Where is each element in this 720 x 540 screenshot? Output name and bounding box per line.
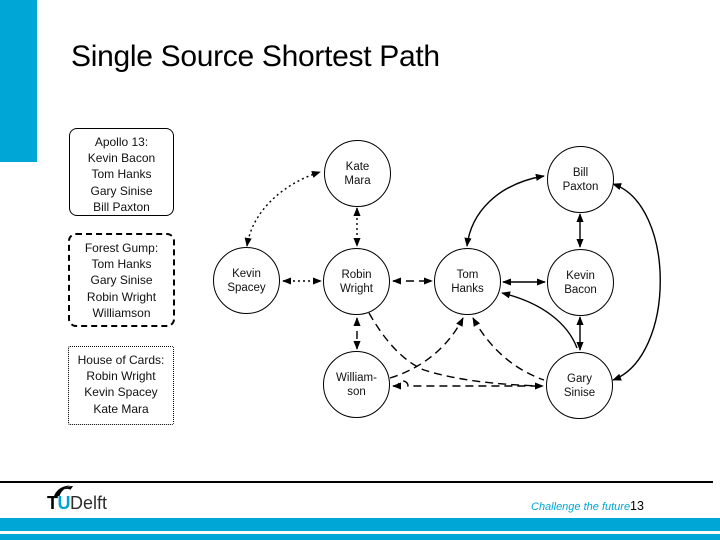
tu-delft-logo: TUDelft xyxy=(47,485,107,512)
movie-box-title: Forest Gump: xyxy=(84,241,159,255)
bottom-accent-bar xyxy=(0,518,720,531)
page-number: 13 xyxy=(630,499,644,513)
edge-tom-hanks-gary-sinise xyxy=(501,291,578,349)
cast-member: Williamson xyxy=(92,305,151,320)
node-label: Kevin Spacey xyxy=(227,267,266,294)
node-label: Kate Mara xyxy=(344,160,371,187)
tu-delft-flame-icon xyxy=(54,485,73,496)
page-title: Single Source Shortest Path xyxy=(71,40,440,73)
node-tom-hanks: Tom Hanks xyxy=(434,248,501,315)
node-label: Bill Paxton xyxy=(562,166,599,193)
node-label: Tom Hanks xyxy=(451,268,484,295)
node-label: William- son xyxy=(336,371,377,398)
cast-member: Kate Mara xyxy=(93,401,149,416)
node-label: Robin Wright xyxy=(339,268,374,295)
cast-member: Gary Sinise xyxy=(90,273,153,288)
footer-tagline: Challenge the future xyxy=(531,501,631,513)
node-williamson: William- son xyxy=(323,351,390,418)
movie-box-house-of-cards: House of Cards: Robin Wright Kevin Space… xyxy=(68,346,174,425)
cast-member: Robin Wright xyxy=(86,289,157,304)
logo-letter-u: U xyxy=(57,493,71,513)
cast-member: Gary Sinise xyxy=(90,183,153,198)
movie-box-forest-gump: Forest Gump: Tom Hanks Gary Sinise Robin… xyxy=(68,233,175,327)
cast-member: Tom Hanks xyxy=(91,167,152,182)
cast-member: Bill Paxton xyxy=(93,199,150,214)
accent-bar xyxy=(0,0,37,162)
movie-box-title: House of Cards: xyxy=(77,353,165,367)
node-kate-mara: Kate Mara xyxy=(324,140,391,207)
cast-member: Kevin Bacon xyxy=(87,151,156,166)
cast-member: Robin Wright xyxy=(86,369,156,384)
node-gary-sinise: Gary Sinise xyxy=(546,352,613,419)
logo-letter-t: T xyxy=(47,493,58,513)
edge-kevin-spacey-kate-mara xyxy=(244,171,321,247)
node-label: Kevin Bacon xyxy=(564,269,597,296)
node-label: Gary Sinise xyxy=(563,372,596,399)
edge-robin-wright-gary-sinise xyxy=(368,312,541,387)
cast-member: Tom Hanks xyxy=(91,257,152,272)
edge-gary-sinise-tom-hanks xyxy=(472,317,545,381)
bottom-edge-bar xyxy=(0,534,720,540)
edge-williamson-gary-sinise xyxy=(392,380,544,390)
node-kevin-spacey: Kevin Spacey xyxy=(213,247,280,314)
node-bill-paxton: Bill Paxton xyxy=(547,146,614,213)
movie-box-apollo-13: Apollo 13: Kevin Bacon Tom Hanks Gary Si… xyxy=(69,128,174,216)
cast-member: Kevin Spacey xyxy=(84,385,158,400)
footer-divider xyxy=(0,481,713,483)
tu-delft-wordmark: TUDelft xyxy=(47,494,107,512)
node-kevin-bacon: Kevin Bacon xyxy=(547,249,614,316)
edge-gary-sinise-bill-paxton xyxy=(612,183,661,381)
edge-williamson-tom-hanks xyxy=(389,317,464,379)
edge-tom-hanks-bill-paxton xyxy=(464,173,545,247)
node-robin-wright: Robin Wright xyxy=(323,248,390,315)
logo-word-delft: Delft xyxy=(70,493,108,513)
movie-box-title: Apollo 13: xyxy=(94,135,149,149)
